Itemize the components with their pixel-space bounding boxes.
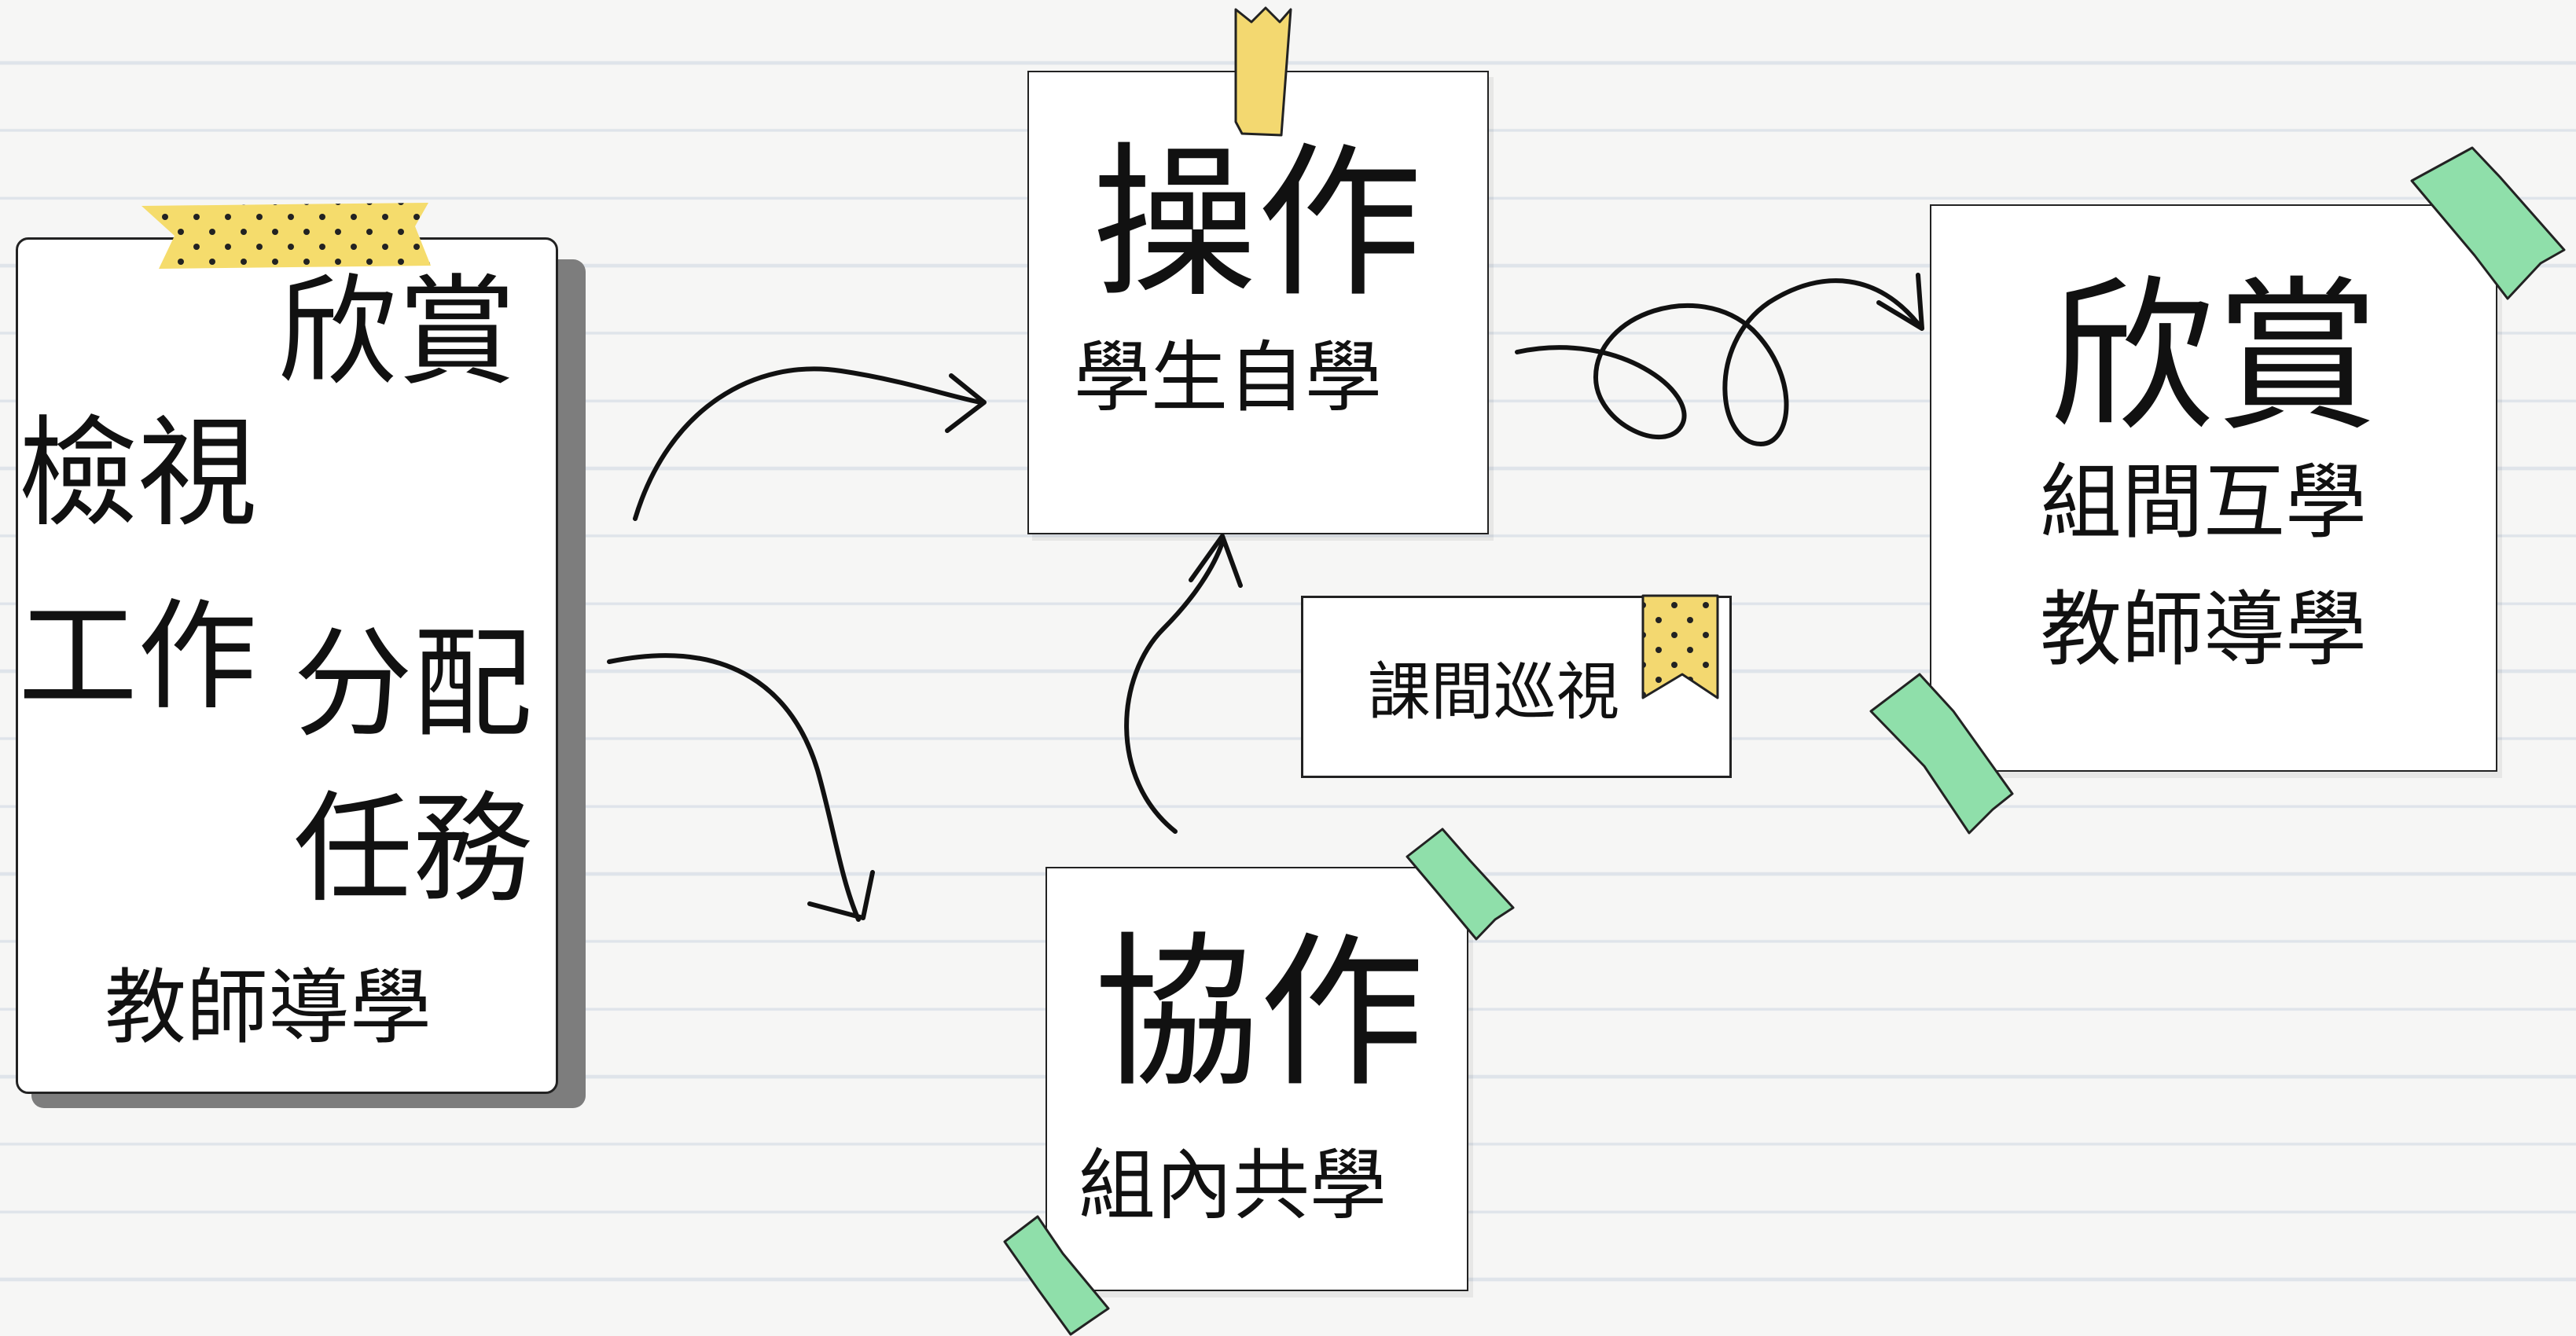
left-card-line-task: 任務 (293, 780, 532, 919)
arrow-left-to-bottom (607, 653, 875, 922)
top-card: 操作 學生自學 (1027, 71, 1489, 534)
right-card-title: 欣賞 (2049, 261, 2380, 453)
left-card-line-assign: 分配 (293, 615, 532, 754)
arrow-left-to-top (633, 366, 987, 521)
bottom-card: 協作 組內共學 (1045, 867, 1468, 1291)
left-card-dotted-tape (141, 203, 431, 269)
bottom-card-title: 協作 (1094, 917, 1425, 1110)
left-card-line-teacher-guided: 教師導學 (105, 960, 432, 1055)
right-card-line-group-learning: 組間互學 (2040, 454, 2368, 550)
right-card-tape-bottom (1869, 673, 2014, 835)
top-card-yellow-tape (1234, 6, 1292, 137)
right-card: 欣賞 組間互學 教師導學 (1930, 204, 2497, 772)
left-card: 欣賞 檢視 工作 分配 任務 教師導學 (16, 237, 558, 1094)
middle-label-bookmark (1641, 594, 1719, 699)
arrow-top-to-right-loops (1515, 273, 1924, 446)
bottom-card-tape-top (1406, 828, 1515, 941)
top-card-title: 操作 (1092, 127, 1423, 320)
left-card-line-review: 檢視 (18, 404, 257, 543)
right-card-line-teacher-guided: 教師導學 (2040, 582, 2368, 677)
top-card-subtitle: 學生自學 (1074, 333, 1383, 423)
left-card-line-appreciate: 欣賞 (277, 262, 516, 402)
bottom-card-tape-bottom (1003, 1215, 1110, 1336)
arrow-bottom-to-top (1124, 534, 1243, 834)
middle-label-text: 課間巡視 (1368, 655, 1619, 729)
left-card-line-work: 工作 (18, 587, 257, 726)
bottom-card-subtitle: 組內共學 (1079, 1141, 1387, 1231)
right-card-tape-top (2410, 146, 2566, 300)
